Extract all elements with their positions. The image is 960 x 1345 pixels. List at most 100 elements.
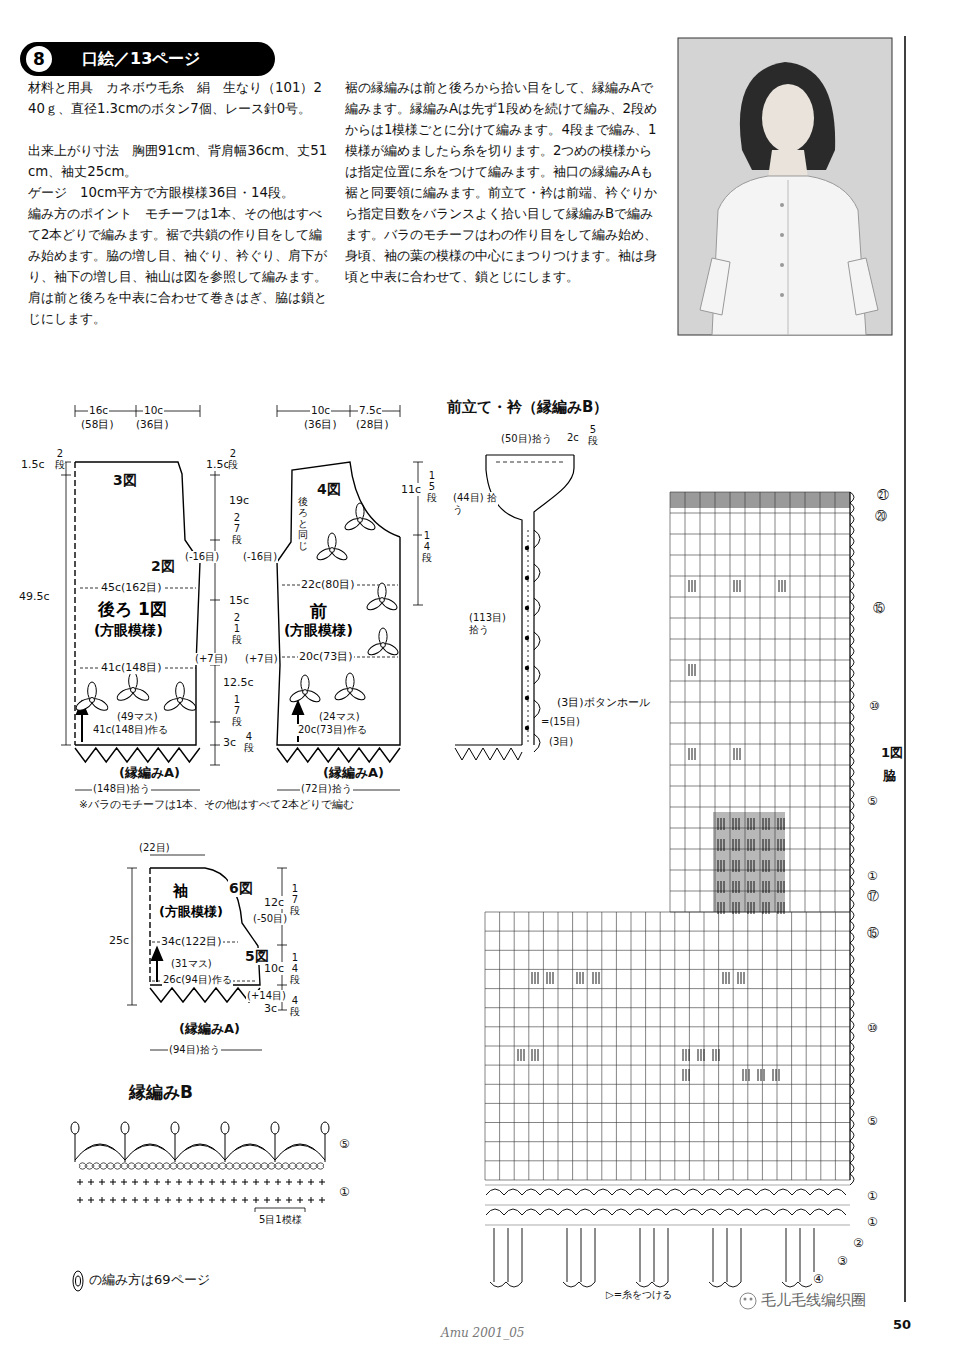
note: の編み方は69ページ: [88, 1272, 211, 1288]
chart-grid: [670, 492, 850, 912]
dimension-label: 41c(148目): [100, 661, 163, 674]
increase-label: (+7目): [194, 653, 229, 665]
figure-ref: 6図: [228, 880, 254, 897]
stitch-symbol: [763, 881, 769, 893]
stitch-symbol: [733, 902, 739, 914]
dimension-label: 34c(122目): [160, 935, 223, 948]
edging-label: (縁編みA): [178, 1021, 241, 1037]
stitch-symbol: [718, 839, 724, 851]
row-count: 15段: [427, 470, 437, 503]
leaf-motif: [303, 690, 308, 695]
piece-pattern: (方眼模様): [158, 903, 224, 921]
dimension-label: 20c(73目): [298, 650, 354, 663]
stitch-symbol: [683, 1049, 689, 1061]
leaf-motif: [178, 696, 198, 712]
stitch-symbol: [689, 580, 695, 592]
note: 後ろと同じ: [298, 496, 308, 551]
magazine-credit: Amu 2001_05: [440, 1326, 525, 1340]
repeat-bracket: [255, 1208, 305, 1212]
chart-grid: [850, 492, 851, 1180]
leaf-motif: [130, 687, 135, 692]
leaf-motif: [115, 686, 135, 702]
stitch-symbol: [743, 1069, 749, 1081]
center-line: [74, 462, 75, 745]
photo: [678, 38, 892, 335]
leaf-motif: [315, 546, 334, 562]
stitch-symbol: [689, 664, 695, 676]
header-title: 口絵／13ページ: [82, 42, 200, 76]
rose-symbol: [73, 1271, 83, 1291]
leaf-motif: [330, 546, 349, 562]
figure-ref: 1図: [880, 745, 904, 761]
body-text: 編み方のポイント モチーフは1本、その他はすべて2本どりで編みます。裾で共鎖の作…: [28, 203, 330, 329]
dimension-label: (36目): [135, 418, 170, 431]
chain-arc: [75, 1144, 325, 1160]
dimension-label: =(15目): [540, 716, 581, 728]
rose-symbol: [76, 1276, 81, 1286]
stitch-symbol: [718, 881, 724, 893]
increase-label: (+7目): [244, 653, 279, 665]
leaf-motif: [365, 596, 384, 612]
body-text: 裾の縁編みは前と後ろから拾い目をして、縁編みAで編みます。縁編みAは先ず1段めを…: [345, 77, 663, 287]
dimension-label: (36目): [303, 418, 338, 431]
piece-outline: [277, 462, 400, 745]
picot-symbol: [271, 1122, 279, 1134]
stitch-symbol: [275, 1134, 276, 1162]
dimension-label: (3目): [548, 736, 574, 748]
stitch-symbol: [718, 860, 724, 872]
leaf-motif: [380, 596, 399, 612]
stitch-symbol: [763, 818, 769, 830]
increase-label: (+14目): [246, 990, 287, 1002]
piece-name: 袖: [172, 882, 189, 901]
dimension-lines: [61, 405, 423, 1050]
row-count: 14段: [290, 952, 300, 985]
row-number: ①: [866, 869, 879, 883]
button-mark: [525, 726, 529, 730]
stitch-symbol: [763, 902, 769, 914]
back-piece: 後ろ 1図(方眼模様): [75, 462, 201, 746]
stitch-symbol: [532, 1049, 538, 1061]
note: ※バラのモチーフは1本、その他はすべて2本どりで編む: [78, 798, 355, 811]
stitch-symbol: [778, 902, 784, 914]
picot-symbol: [171, 1122, 179, 1134]
leaf-motif: [303, 688, 322, 704]
dimension-label: 41c(148目)作る: [92, 724, 169, 736]
stitch-symbol: [547, 972, 553, 984]
stitch-symbol: [748, 839, 754, 851]
stitch-symbol: [77, 1179, 325, 1203]
stitch-symbol: [778, 818, 784, 830]
center-line: [149, 868, 150, 985]
dimension-label: 2c: [566, 432, 580, 444]
stitch-symbol: [713, 1049, 719, 1061]
dimension-label: (24マス): [318, 711, 361, 723]
watermark-icon: [740, 1293, 756, 1309]
dimension-label: 19c: [228, 494, 250, 507]
stitch-symbol: [593, 972, 599, 984]
chart-grid: [485, 912, 850, 1180]
front-piece: 前(方眼模様): [277, 462, 401, 746]
leaf-motif: [348, 688, 353, 693]
button-mark: [525, 546, 529, 550]
row-number: ⑤: [866, 1114, 879, 1128]
leaf-motif: [288, 688, 307, 704]
dimension-label: 20c(73目)作る: [297, 724, 368, 736]
stitch-symbol: [779, 580, 785, 592]
dimension-label: (113目) 拾う: [468, 612, 518, 636]
picot-symbol: [321, 1122, 329, 1134]
button-mark: [525, 696, 529, 700]
row-count: 2段: [55, 448, 65, 470]
stitch-symbol: [718, 818, 724, 830]
row-number: ⑩: [868, 699, 881, 713]
leaf-motif: [89, 697, 94, 702]
stitch-symbol: [532, 972, 538, 984]
dimension-label: (28目): [355, 418, 390, 431]
leaf-motif: [366, 641, 385, 657]
number-circle: 8: [24, 44, 54, 74]
row-number: ⑮: [866, 926, 880, 940]
dimension-label: 3c: [263, 1002, 278, 1015]
dimension-label: 25c: [108, 934, 130, 947]
dimension-label: 45c(162目): [100, 581, 163, 594]
section-title: 縁編みB: [128, 1082, 194, 1102]
stitch-symbol: [763, 860, 769, 872]
watermark-icon: [744, 1298, 747, 1301]
